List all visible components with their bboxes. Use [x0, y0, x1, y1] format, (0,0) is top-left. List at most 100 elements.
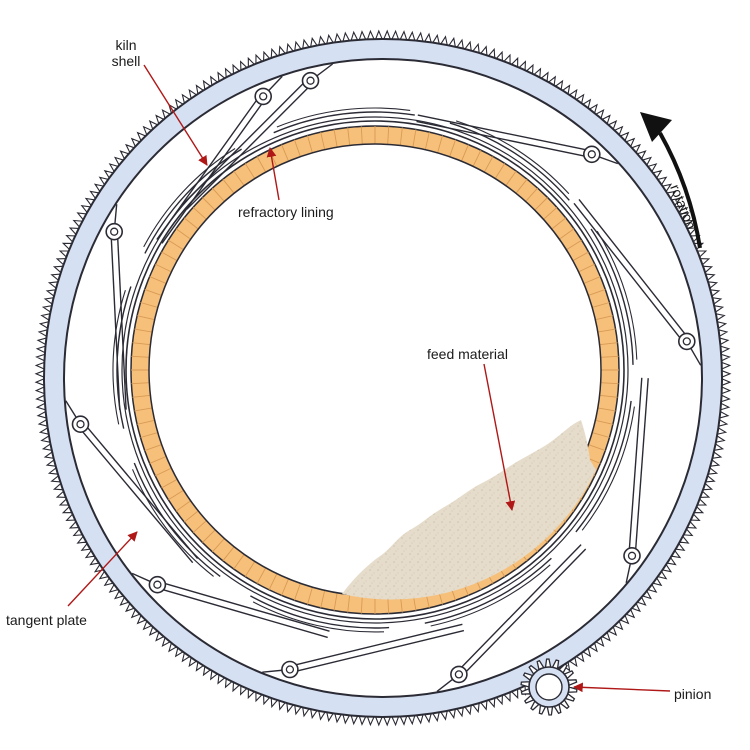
brick-joint [588, 288, 606, 296]
brick-joint [592, 302, 610, 308]
feed-material [342, 420, 596, 600]
brick-joint [202, 529, 216, 543]
brick-joint [137, 315, 155, 321]
pin-joint-center [76, 420, 85, 429]
brick-joint [599, 394, 618, 398]
kiln-shell-segment [116, 286, 132, 429]
kiln-shell-segment-outer [596, 230, 638, 360]
brick-joint [155, 467, 172, 477]
kiln-shell-segment-outer [455, 120, 570, 195]
pinion-gear [520, 658, 578, 716]
brick-joint [222, 546, 235, 562]
tangent-plate [77, 425, 194, 564]
tangent-plate-edge [186, 82, 314, 210]
brick-joint [256, 567, 267, 584]
brick-joint [347, 594, 351, 613]
brick-joint [472, 150, 482, 167]
tangent-plate-edge [628, 377, 643, 556]
brick-joint [320, 590, 326, 608]
brick-joint [161, 478, 178, 489]
kiln-shell-segment [449, 122, 570, 201]
brick-joint [592, 432, 610, 438]
brick-joint [559, 228, 575, 240]
pin-joint-center [153, 580, 162, 589]
kiln-shell-segment [133, 462, 221, 577]
brick-joint [578, 263, 595, 273]
kiln-shell-segment-outer [430, 564, 551, 627]
kiln-shell-segment-outer [252, 601, 385, 633]
brick-joint [449, 139, 457, 157]
kiln-shell-segment-outer [581, 406, 635, 531]
brick-joint [168, 239, 184, 251]
brick-joint [244, 163, 256, 179]
brick-joint [175, 500, 191, 512]
brick-joint [572, 251, 589, 262]
tangent-plate-leader-icon [67, 531, 138, 607]
brick-joint [140, 432, 158, 438]
kiln-shell-label: kiln shell [106, 37, 146, 69]
brick-joint [175, 228, 191, 240]
tangent-plate-edge [82, 421, 199, 560]
brick-joint [137, 419, 155, 425]
brick-joint [161, 251, 178, 262]
tangent-plate-edge [288, 623, 463, 668]
brick-joint [595, 419, 613, 425]
pin-joint-center [454, 670, 464, 679]
refractory-lining-label: refractory lining [238, 204, 334, 220]
brick-joint [134, 407, 153, 412]
refractory-lining-leader-icon [266, 147, 280, 201]
brick-joint [543, 207, 558, 220]
brick-joint [132, 342, 151, 346]
brick-joint [268, 573, 278, 590]
brick-joint [534, 197, 548, 211]
brick-joint [212, 187, 225, 202]
brick-joint [333, 592, 338, 611]
tangent-plate [634, 378, 649, 557]
brick-joint [281, 578, 289, 596]
brick-joint [347, 127, 351, 146]
kiln-shell [112, 107, 638, 633]
brick-joint [293, 583, 301, 601]
brick-joint [333, 129, 338, 148]
brick-joint [183, 217, 199, 230]
leader-arrows [67, 64, 671, 693]
tangent-plate [460, 548, 587, 678]
pin-joint-center [259, 92, 268, 101]
tangent-plate-label: tangent plate [6, 612, 87, 628]
kiln-shell-segment-outer [143, 148, 236, 248]
kiln-shell-segment-outer [131, 469, 214, 577]
kiln-shell-segment [250, 595, 390, 629]
brick-joint [192, 207, 207, 220]
brick-joint [360, 595, 363, 614]
brick-joint [140, 302, 158, 308]
brick-joint [320, 132, 326, 150]
brick-joint [600, 355, 619, 358]
kiln-shell-segment [144, 148, 242, 254]
brick-joint [424, 132, 430, 150]
brick-joint [387, 126, 390, 145]
brick-joint [599, 342, 618, 346]
brick-joint [202, 197, 216, 211]
brick-joint [183, 510, 199, 523]
brick-joint [551, 217, 567, 230]
tangent-plate-edge [573, 202, 685, 344]
pinion-leader-icon [573, 682, 671, 693]
brick-joint [155, 263, 172, 273]
brick-joint [600, 382, 619, 385]
tangent-plate [290, 629, 465, 674]
tangent-plate [110, 231, 121, 410]
brick-joint [222, 178, 235, 194]
pin-joint-center [285, 665, 295, 674]
pin-joint-center [306, 76, 315, 85]
brick-joint [256, 156, 267, 173]
brick-joint [307, 135, 313, 153]
brick-joint [461, 144, 469, 162]
brick-joint [583, 276, 601, 284]
kiln-shell-segment [424, 557, 552, 624]
brick-joint [588, 444, 606, 452]
kiln-shell-segment [590, 228, 634, 365]
brick-joint [494, 163, 506, 179]
brick-joint [144, 444, 162, 452]
feed-material-leader-icon [483, 363, 516, 511]
brick-joint [597, 407, 616, 412]
